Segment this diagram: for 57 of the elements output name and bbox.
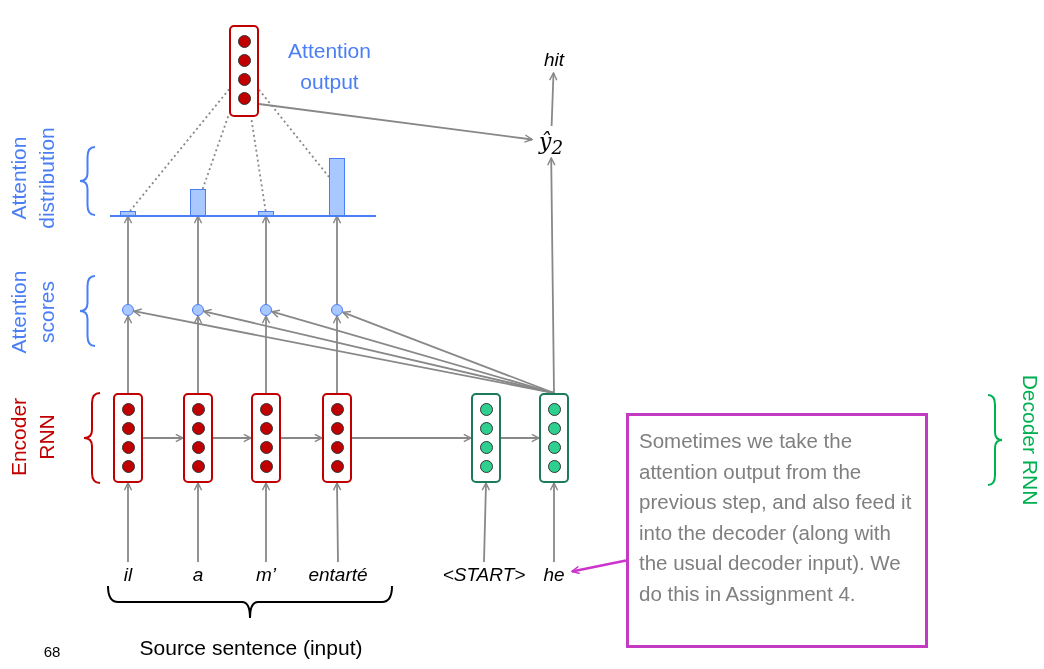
dotted-line (201, 113, 230, 190)
dotted-line (129, 88, 230, 212)
input-word: he (536, 562, 572, 588)
caption-label: Source sentence (input) (138, 635, 364, 661)
arrow (332, 215, 342, 305)
arrow (123, 482, 133, 563)
arrow (258, 103, 533, 143)
page-number: 68 (42, 642, 62, 662)
vector-box (251, 393, 281, 483)
arrow (142, 433, 184, 443)
score-dot (122, 304, 134, 316)
input-word: entarté (296, 562, 380, 588)
attention-bar (258, 211, 274, 216)
input-word: a (185, 562, 211, 588)
arrow (123, 315, 133, 394)
arrow (212, 433, 252, 443)
vector-box (539, 393, 569, 483)
arrow (548, 72, 558, 127)
arrow (261, 315, 271, 394)
arrow (193, 482, 203, 563)
score-dot (192, 304, 204, 316)
attention-bar (120, 211, 136, 216)
axis-label: Decoder RNN (1018, 373, 1043, 508)
arrow (481, 482, 491, 563)
arrow (342, 310, 555, 394)
arrow (261, 482, 271, 563)
output-word: hit (534, 47, 574, 73)
axis-label: Attention distribution (6, 126, 59, 231)
arrow (546, 157, 556, 394)
vector-box (322, 393, 352, 483)
arrow (261, 215, 271, 305)
callout-arrow (571, 559, 627, 575)
input-word: m’ (245, 562, 287, 588)
vector-box (471, 393, 501, 483)
attention-bar (329, 158, 345, 216)
arrow (500, 433, 540, 443)
arrow (332, 482, 342, 563)
attention-bar (190, 189, 206, 216)
heading-label: Attention output (287, 38, 372, 95)
arrow (193, 315, 203, 394)
output-symbol: ŷ$_{2}$ (532, 126, 570, 158)
vector-box (113, 393, 143, 483)
arrow (193, 215, 203, 305)
vector-box (183, 393, 213, 483)
input-word: il (113, 562, 143, 588)
arrow (123, 215, 133, 305)
axis-label: Encoder RNN (6, 396, 59, 479)
score-dot (331, 304, 343, 316)
axis-label: Attention scores (6, 269, 59, 356)
arrow (280, 433, 323, 443)
dotted-line (258, 88, 330, 178)
arrow (332, 315, 342, 394)
callout-box: Sometimes we take the attention output from the previous step, and also feed it into the decoder (along with the usual decoder input). We do this in Assignment 4. (626, 413, 928, 648)
score-dot (260, 304, 272, 316)
arrow (351, 433, 472, 443)
input-word: <START> (436, 562, 532, 588)
arrow (549, 482, 559, 563)
